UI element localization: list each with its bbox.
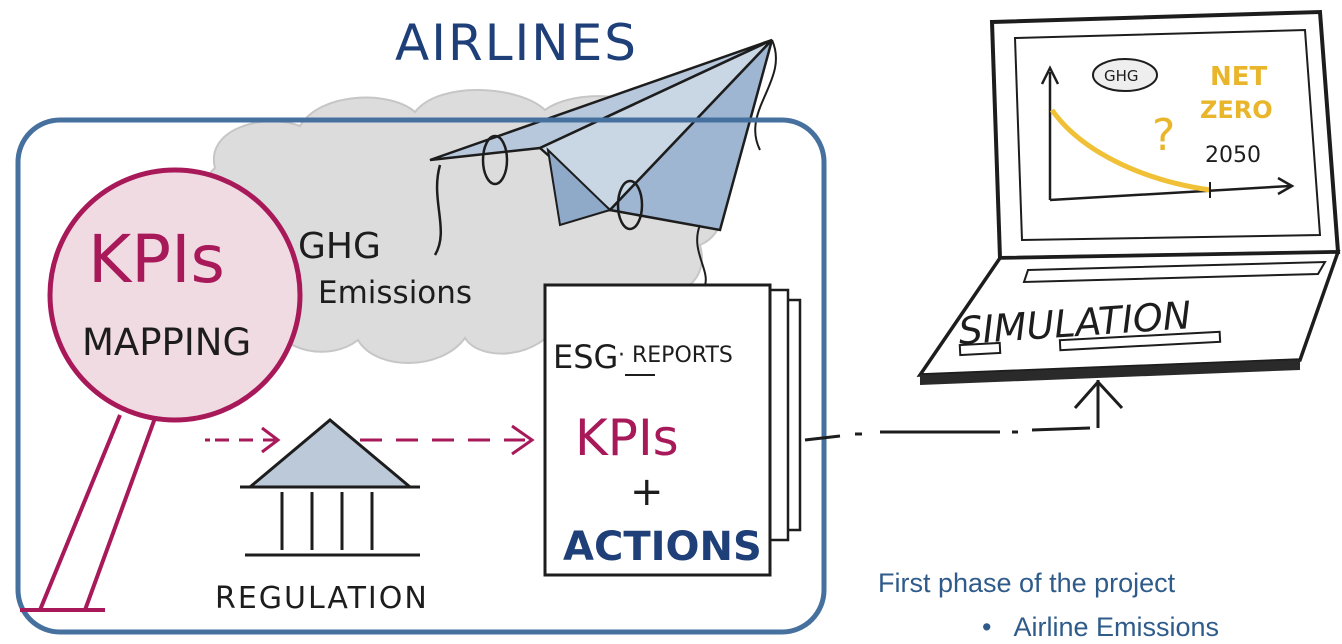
- zero-label: ZERO: [1200, 96, 1273, 124]
- reports-label: · REPORTS: [618, 343, 733, 368]
- net-label: NET: [1210, 62, 1268, 92]
- kpi-magnifier-illustration: [20, 167, 303, 612]
- bullet-dot: •: [982, 612, 992, 642]
- year-label: 2050: [1205, 143, 1261, 168]
- regulation-label: REGULATION: [215, 581, 429, 616]
- esg-reports-stack: [543, 283, 802, 577]
- laptop-ghg-label: GHG: [1104, 67, 1139, 85]
- regulation-arrows: [205, 424, 535, 456]
- caption-bullet-item: • Airline Emissions: [982, 612, 1219, 643]
- kpis-mapping-title: KPIs: [88, 221, 225, 298]
- caption-text: First phase of the project: [878, 568, 1176, 598]
- laptop-illustration: [916, 9, 1341, 428]
- bullet-text: Airline Emissions: [1013, 612, 1220, 642]
- question-mark: ?: [1152, 110, 1175, 161]
- report-kpis-label: KPIs: [575, 409, 679, 467]
- plus-sign: +: [630, 469, 664, 515]
- actions-label: ACTIONS: [563, 524, 762, 570]
- ghg-label: GHG: [298, 226, 381, 267]
- emissions-label: Emissions: [318, 275, 472, 311]
- esg-label: ESG: [553, 338, 618, 376]
- regulation-building-illustration: [240, 418, 420, 557]
- scope-frame: [15, 117, 827, 635]
- mapping-label: MAPPING: [82, 321, 251, 364]
- report-to-simulation-connector: [804, 426, 1091, 442]
- paper-plane-illustration: [429, 38, 777, 286]
- airlines-label: AIRLINES: [395, 14, 638, 72]
